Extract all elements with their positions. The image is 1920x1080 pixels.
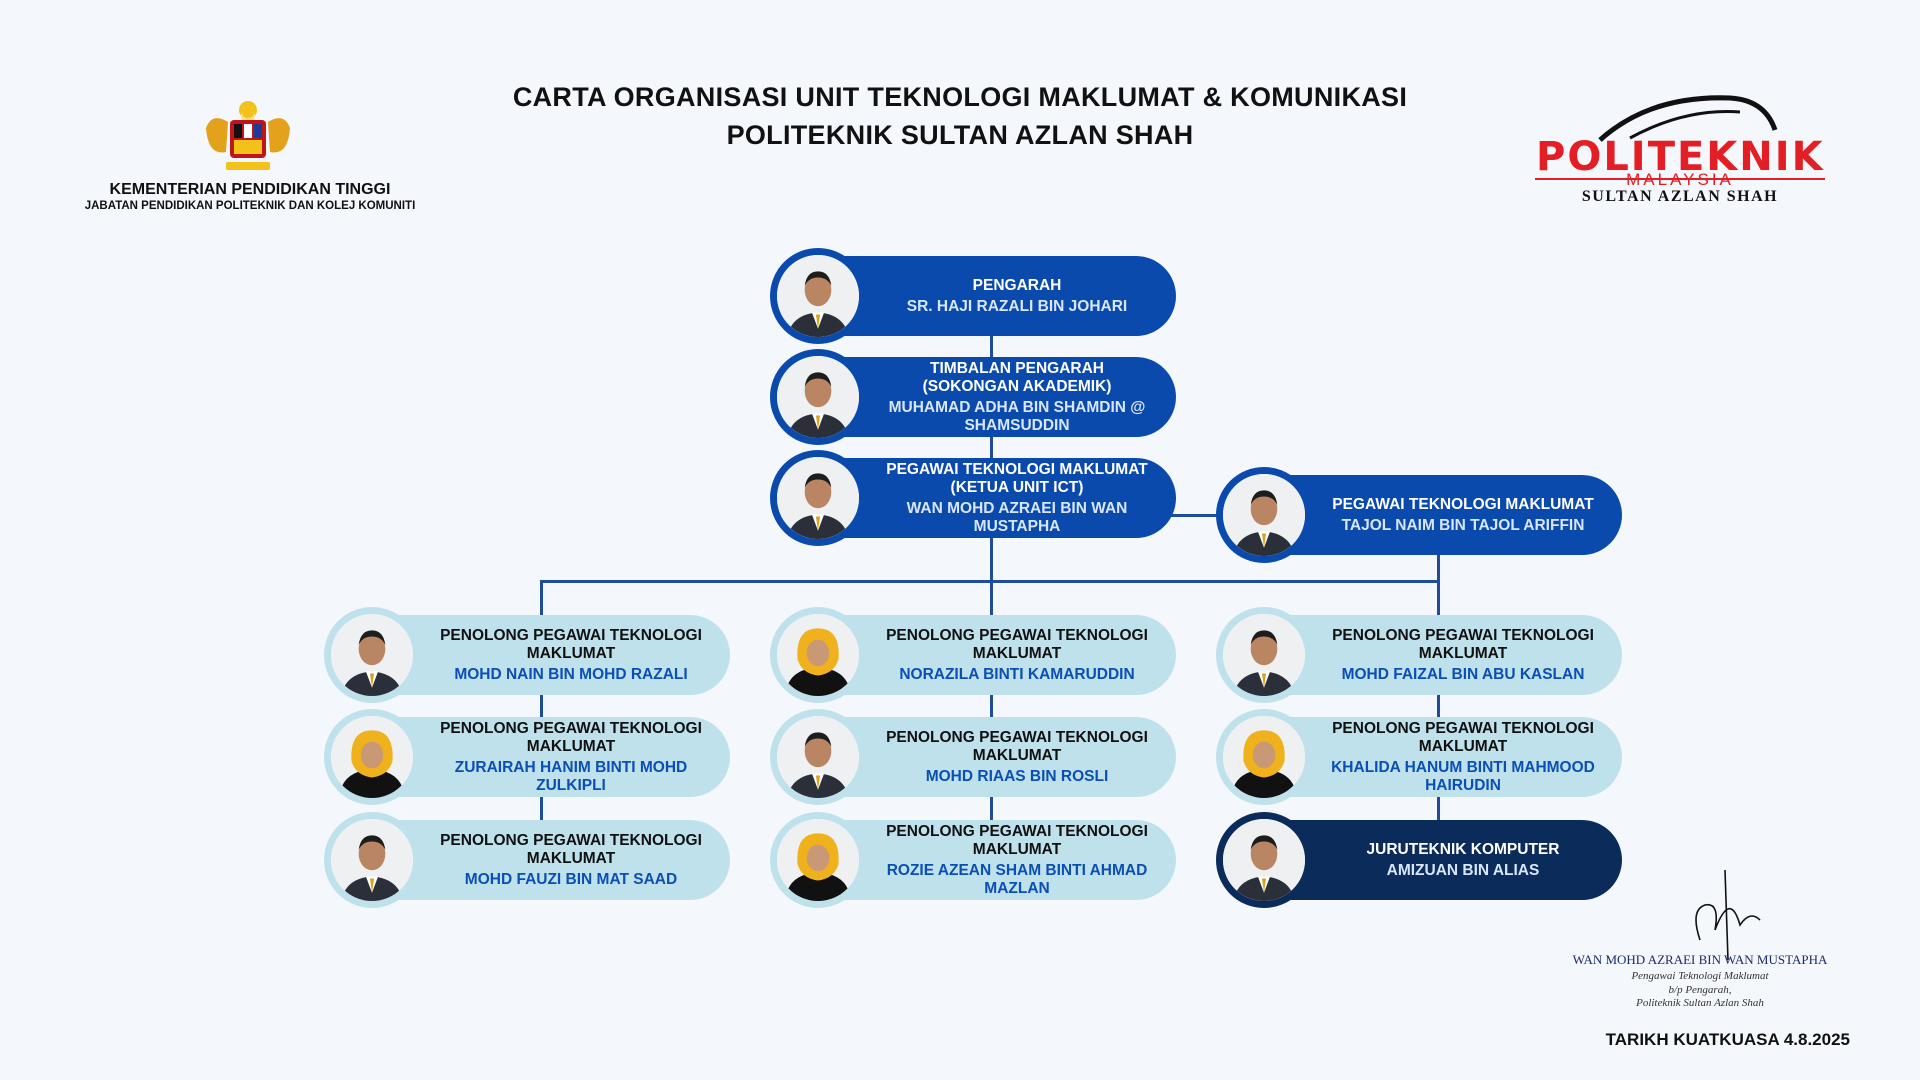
staff-photo [324, 812, 420, 908]
staff-role: PENOLONG PEGAWAI TEKNOLOGI MAKLUMAT [886, 626, 1148, 662]
staff-card: PENOLONG PEGAWAI TEKNOLOGI MAKLUMAT ZURA… [324, 709, 730, 805]
director-name: SR. HAJI RAZALI BIN JOHARI [906, 297, 1128, 315]
logo-country: MALAYSIA [1626, 170, 1734, 189]
logo-wordmark: POLITEKNIK [1536, 134, 1825, 180]
ministry-name: KEMENTERIAN PENDIDIKAN TINGGI [109, 181, 391, 198]
staff-role: PENOLONG PEGAWAI TEKNOLOGI MAKLUMAT [886, 822, 1148, 858]
politeknik-logo: POLITEKNIK MALAYSIA SULTAN AZLAN SHAH [1530, 90, 1840, 210]
technician-card: JURUTEKNIK KOMPUTER AMIZUAN BIN ALIAS [1216, 812, 1622, 908]
staff-name: MOHD RIAAS BIN ROSLI [925, 767, 1109, 785]
staff-photo [770, 812, 866, 908]
signatory-name: WAN MOHD AZRAEI BIN WAN MUSTAPHA [1572, 952, 1828, 967]
staff-name: NORAZILA BINTI KAMARUDDIN [899, 665, 1135, 683]
staff-card: PENOLONG PEGAWAI TEKNOLOGI MAKLUMAT MOHD… [324, 812, 730, 908]
it-officer-role: PEGAWAI TEKNOLOGI MAKLUMAT [1332, 495, 1594, 513]
director-role: PENGARAH [972, 276, 1062, 294]
staff-name: MOHD NAIN BIN MOHD RAZALI [454, 665, 688, 683]
logo-campus-name: SULTAN AZLAN SHAH [1581, 188, 1779, 205]
staff-card: PENOLONG PEGAWAI TEKNOLOGI MAKLUMAT MOHD… [324, 607, 730, 703]
staff-name: MOHD FAUZI BIN MAT SAAD [464, 870, 678, 888]
director-card: PENGARAH SR. HAJI RAZALI BIN JOHARI [770, 248, 1176, 344]
ict-head-role: PEGAWAI TEKNOLOGI MAKLUMAT (KETUA UNIT I… [886, 460, 1148, 496]
staff-card: PENOLONG PEGAWAI TEKNOLOGI MAKLUMAT MOHD… [1216, 607, 1622, 703]
it-officer-photo [1216, 467, 1312, 563]
staff-name: KHALIDA HANUM BINTI MAHMOOD HAIRUDIN [1331, 758, 1595, 794]
staff-photo [770, 607, 866, 703]
connector-col2-drop [990, 580, 993, 850]
ict-head-name: WAN MOHD AZRAEI BIN WAN MUSTAPHA [906, 499, 1128, 535]
deputy-director-photo [770, 349, 866, 445]
staff-name: MOHD FAIZAL BIN ABU KASLAN [1341, 665, 1585, 683]
ict-head-card: PEGAWAI TEKNOLOGI MAKLUMAT (KETUA UNIT I… [770, 450, 1176, 546]
technician-photo [1216, 812, 1312, 908]
director-photo [770, 248, 866, 344]
staff-name: ZURAIRAH HANIM BINTI MOHD ZULKIPLI [454, 758, 688, 794]
staff-photo [1216, 607, 1312, 703]
staff-role: PENOLONG PEGAWAI TEKNOLOGI MAKLUMAT [440, 626, 702, 662]
deputy-director-card: TIMBALAN PENGARAH (SOKONGAN AKADEMIK) MU… [770, 349, 1176, 445]
staff-photo [1216, 709, 1312, 805]
deputy-director-role: TIMBALAN PENGARAH (SOKONGAN AKADEMIK) [922, 359, 1112, 395]
signatory-institution: Politeknik Sultan Azlan Shah [1636, 997, 1764, 1009]
staff-card: PENOLONG PEGAWAI TEKNOLOGI MAKLUMAT ROZI… [770, 812, 1176, 908]
signatory-on-behalf: b/p Pengarah, [1668, 984, 1732, 996]
staff-photo [324, 607, 420, 703]
staff-role: PENOLONG PEGAWAI TEKNOLOGI MAKLUMAT [886, 728, 1148, 764]
effective-date: TARIKH KUATKUASA 4.8.2025 [1605, 1030, 1850, 1049]
chart-title-line2: POLITEKNIK SULTAN AZLAN SHAH [726, 120, 1194, 150]
staff-card: PENOLONG PEGAWAI TEKNOLOGI MAKLUMAT MOHD… [770, 709, 1176, 805]
staff-role: PENOLONG PEGAWAI TEKNOLOGI MAKLUMAT [1332, 719, 1594, 755]
department-name: JABATAN PENDIDIKAN POLITEKNIK DAN KOLEJ … [84, 200, 416, 212]
staff-photo [324, 709, 420, 805]
staff-photo [770, 709, 866, 805]
staff-role: PENOLONG PEGAWAI TEKNOLOGI MAKLUMAT [1332, 626, 1594, 662]
malaysia-crest-icon [198, 98, 298, 176]
ict-head-photo [770, 450, 866, 546]
it-officer-card: PEGAWAI TEKNOLOGI MAKLUMAT TAJOL NAIM BI… [1216, 467, 1622, 563]
staff-name: ROZIE AZEAN SHAM BINTI AHMAD MAZLAN [886, 861, 1148, 897]
technician-name: AMIZUAN BIN ALIAS [1386, 861, 1540, 879]
staff-card: PENOLONG PEGAWAI TEKNOLOGI MAKLUMAT KHAL… [1216, 709, 1622, 805]
deputy-director-name: MUHAMAD ADHA BIN SHAMDIN @ SHAMSUDDIN [888, 398, 1146, 434]
technician-role: JURUTEKNIK KOMPUTER [1366, 840, 1560, 858]
connector-side-branch [1170, 514, 1230, 517]
chart-title-line1: CARTA ORGANISASI UNIT TEKNOLOGI MAKLUMAT… [512, 82, 1408, 112]
connector-trunk [990, 330, 993, 580]
it-officer-name: TAJOL NAIM BIN TAJOL ARIFFIN [1341, 516, 1585, 534]
logo-swoosh-icon [1598, 95, 1778, 142]
signatory-title: Pengawai Teknologi Maklumat [1631, 970, 1769, 982]
staff-role: PENOLONG PEGAWAI TEKNOLOGI MAKLUMAT [440, 831, 702, 867]
staff-role: PENOLONG PEGAWAI TEKNOLOGI MAKLUMAT [440, 719, 702, 755]
staff-card: PENOLONG PEGAWAI TEKNOLOGI MAKLUMAT NORA… [770, 607, 1176, 703]
connector-col3-drop [1437, 552, 1440, 850]
signature-mark [1695, 870, 1761, 960]
connector-col1-drop [540, 580, 543, 850]
logo-underline [1535, 178, 1825, 180]
